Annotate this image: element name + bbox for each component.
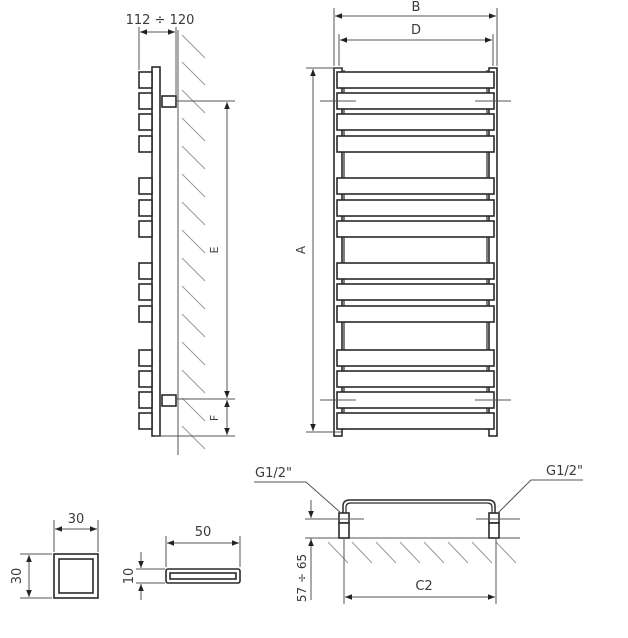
a-label: A bbox=[294, 245, 308, 254]
bar-height-label: 10 bbox=[122, 568, 137, 585]
bar-profile-inner bbox=[169, 572, 237, 580]
side-view: 112 ÷ 120 E F bbox=[126, 13, 235, 455]
bottom-view: G1/2" G1/2" 57 ÷ 65 C2 bbox=[254, 464, 583, 604]
e-label: E bbox=[208, 246, 221, 253]
d-label: D bbox=[411, 23, 421, 38]
side-collector bbox=[151, 66, 161, 437]
collector-width-label: 30 bbox=[68, 512, 85, 527]
collector-height-label: 30 bbox=[10, 568, 25, 585]
bar-profile: 50 10 bbox=[122, 525, 241, 600]
top-wall-bracket bbox=[161, 95, 177, 108]
right-connection bbox=[488, 512, 500, 524]
right-bracket bbox=[488, 522, 500, 539]
bottom-wall-bracket bbox=[161, 394, 177, 407]
right-connection-leader bbox=[497, 479, 583, 514]
left-bracket bbox=[338, 522, 350, 539]
f-label: F bbox=[208, 415, 221, 421]
left-connection-label: G1/2" bbox=[255, 466, 292, 481]
right-connection-label: G1/2" bbox=[546, 464, 583, 479]
c2-label: C2 bbox=[415, 579, 432, 594]
left-connection-leader bbox=[254, 481, 342, 514]
bar-width-label: 50 bbox=[195, 525, 212, 540]
front-bars bbox=[336, 71, 495, 430]
bottom-wall-hatching bbox=[327, 541, 517, 564]
collector-profile-inner bbox=[58, 558, 94, 594]
depth-label: 112 ÷ 120 bbox=[126, 13, 195, 28]
front-view: B D A bbox=[294, 0, 511, 437]
side-bars bbox=[138, 71, 153, 430]
left-connection bbox=[338, 512, 350, 524]
b-label: B bbox=[412, 0, 421, 15]
wall-distance-label: 57 ÷ 65 bbox=[295, 554, 309, 602]
collector-profile: 30 30 bbox=[10, 512, 99, 599]
wall-hatching bbox=[181, 34, 206, 450]
right-collector bbox=[488, 67, 498, 437]
